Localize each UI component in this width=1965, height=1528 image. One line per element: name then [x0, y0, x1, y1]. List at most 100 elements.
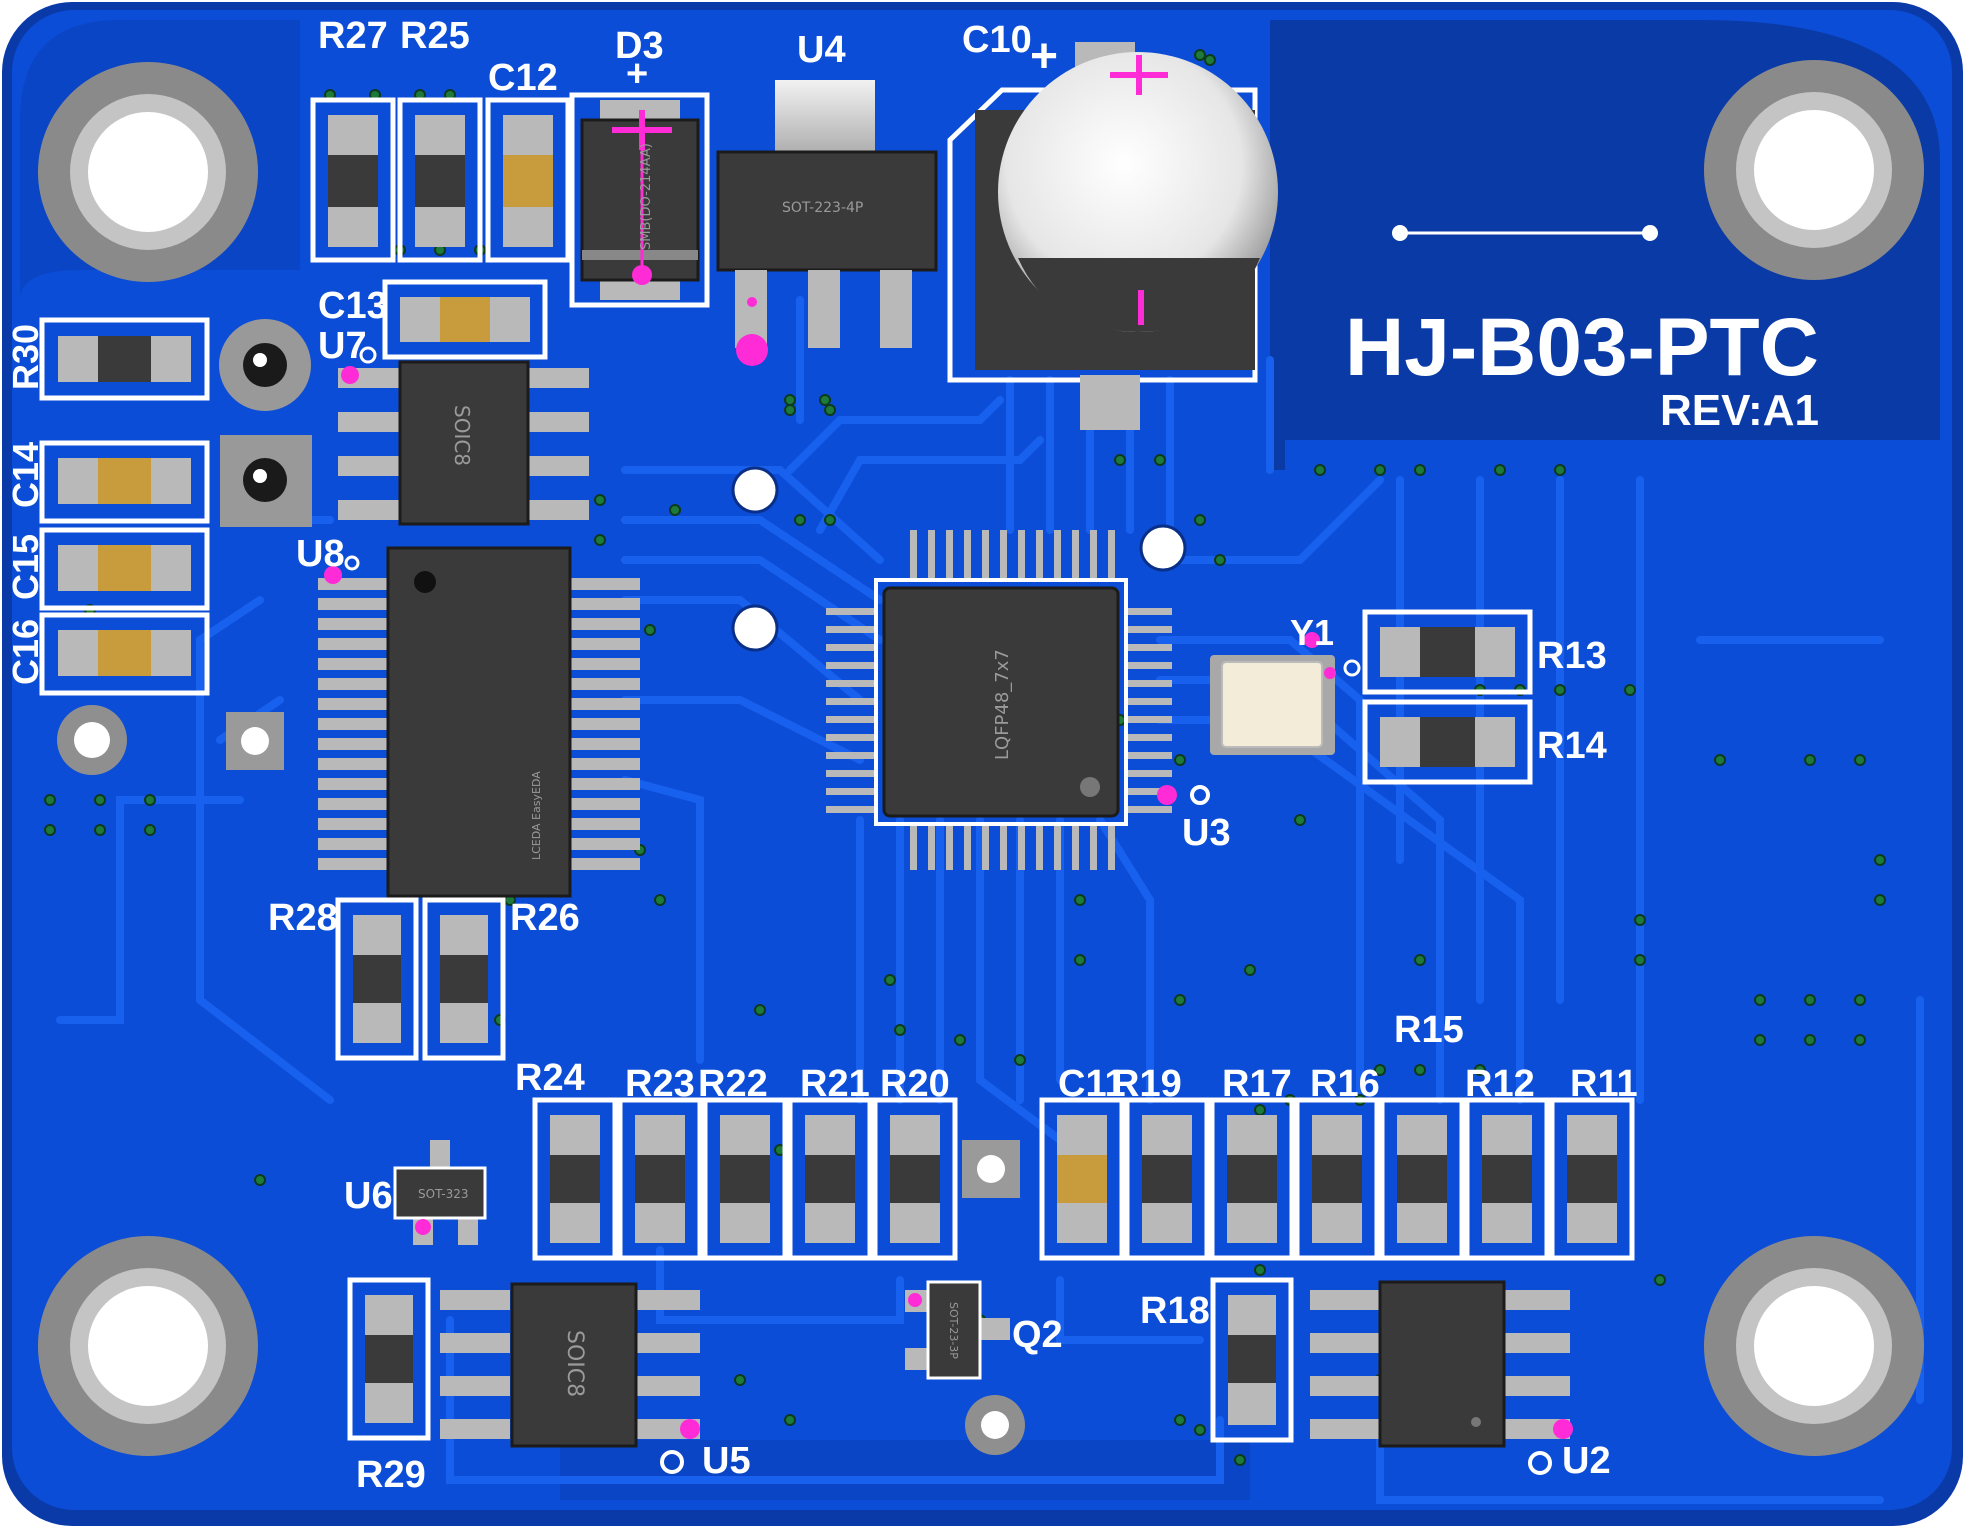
test-point-icon: [220, 435, 312, 527]
capacitor-c13: [382, 279, 548, 360]
resistor-r14: [1362, 699, 1533, 785]
ic-u7: [338, 346, 589, 526]
resistor-r16: [1294, 1097, 1380, 1261]
label-r12: R12: [1465, 1063, 1535, 1105]
capacitor-c15: [39, 527, 210, 611]
label-y1: Y1: [1290, 612, 1334, 653]
label-d3: D3: [615, 25, 664, 67]
capacitor-c11: [1039, 1097, 1125, 1261]
ic-u8: [318, 546, 640, 898]
resistor-r11: [1549, 1097, 1635, 1261]
label-c11: C11: [1058, 1063, 1126, 1105]
label-r28: R28: [268, 897, 338, 939]
label-r29: R29: [356, 1454, 426, 1496]
resistor-r29: [347, 1277, 431, 1441]
test-point-icon: [962, 1140, 1020, 1198]
drill-hole: [731, 466, 779, 514]
drill-hole: [1139, 524, 1187, 572]
label-r13: R13: [1537, 635, 1607, 677]
label-c16: C16: [5, 619, 46, 685]
ic-u6: [393, 1140, 487, 1245]
u6-package-label: SOT-323: [418, 1187, 469, 1201]
label-u8: U8: [296, 533, 345, 575]
mounting-hole-icon: [1704, 60, 1924, 280]
test-point-icon: [226, 712, 284, 770]
label-c15: C15: [5, 534, 46, 600]
label-r23: R23: [625, 1063, 695, 1105]
label-c13: C13: [318, 285, 388, 327]
regulator-u4: [716, 80, 938, 366]
label-r11: R11: [1570, 1063, 1638, 1105]
resistor-r30: [39, 317, 210, 401]
resistor-r20: [872, 1097, 958, 1261]
mounting-hole-icon: [1704, 1236, 1924, 1456]
resistor-r19: [1124, 1097, 1210, 1261]
test-point-icon: [965, 1395, 1025, 1455]
copper-zone-bottom: [560, 1440, 1250, 1500]
label-u4: U4: [797, 29, 846, 71]
electrolytic-capacitor-c10: [947, 42, 1278, 430]
u4-package-label: SOT-223-4P: [782, 200, 863, 216]
label-u5: U5: [702, 1440, 751, 1482]
resistor-r26: [422, 897, 506, 1061]
board-revision: REV:A1: [1660, 386, 1819, 435]
resistor-r13: [1362, 609, 1533, 695]
drill-hole: [731, 604, 779, 652]
label-r21: R21: [800, 1063, 870, 1105]
label-c12: C12: [488, 57, 558, 99]
silk-dot: [1392, 225, 1408, 241]
label-r22: R22: [698, 1063, 768, 1105]
resistor-r15: [1379, 1097, 1465, 1261]
resistor-r17: [1209, 1097, 1295, 1261]
d3-plus-icon: +: [626, 53, 648, 95]
c10-plus-icon: +: [1030, 30, 1058, 83]
label-r30: R30: [5, 324, 46, 390]
u5-package-label: SOIC8: [562, 1330, 587, 1397]
q2-package-label: SOT-23-3P: [947, 1302, 960, 1359]
label-r24: R24: [515, 1057, 585, 1099]
resistor-r21: [787, 1097, 873, 1261]
label-r14: R14: [1537, 725, 1607, 767]
label-r19: R19: [1112, 1063, 1182, 1105]
u3-package-label: LQFP48_7x7: [992, 649, 1013, 760]
label-r17: R17: [1222, 1063, 1292, 1105]
mounting-hole-icon: [38, 62, 258, 282]
label-r20: R20: [880, 1063, 950, 1105]
label-u7: U7: [318, 325, 367, 367]
resistor-r22: [702, 1097, 788, 1261]
resistor-r12: [1464, 1097, 1550, 1261]
transistor-q2: [905, 1280, 1010, 1380]
diode-d3: [569, 92, 710, 308]
resistor-r27: [310, 97, 396, 263]
label-c14: C14: [5, 442, 46, 508]
label-r16: R16: [1310, 1063, 1380, 1105]
mcu-u3: [826, 530, 1210, 870]
silk-dot: [1642, 225, 1658, 241]
ic-u5: [440, 1282, 700, 1474]
mounting-hole-icon: [38, 1236, 258, 1456]
resistor-r24: [532, 1097, 618, 1261]
label-u3: U3: [1182, 812, 1231, 854]
label-r25: R25: [400, 15, 470, 57]
label-r15: R15: [1394, 1009, 1464, 1051]
resistor-r25: [397, 97, 483, 263]
label-u2: U2: [1562, 1440, 1611, 1482]
pin1-dot-icon: [414, 571, 436, 593]
capacitor-c12: [485, 97, 571, 263]
test-point-icon: [219, 319, 311, 411]
label-r18: R18: [1140, 1290, 1210, 1332]
label-c10: C10: [962, 19, 1032, 61]
resistor-r23: [617, 1097, 703, 1261]
label-u6: U6: [344, 1175, 393, 1217]
ic-u2: [1310, 1280, 1573, 1475]
d3-package-label: SMB(DO-214AA): [639, 143, 654, 250]
test-point-icon: [57, 705, 127, 775]
label-q2: Q2: [1012, 1314, 1063, 1356]
label-r27: R27: [318, 15, 388, 57]
easyeda-logo: LCEDA EasyEDA: [530, 771, 543, 860]
label-r26: R26: [510, 897, 580, 939]
capacitor-c16: [39, 612, 210, 696]
board-title: HJ-B03-PTC: [1345, 302, 1819, 393]
u7-package-label: SOIC8: [450, 405, 474, 466]
